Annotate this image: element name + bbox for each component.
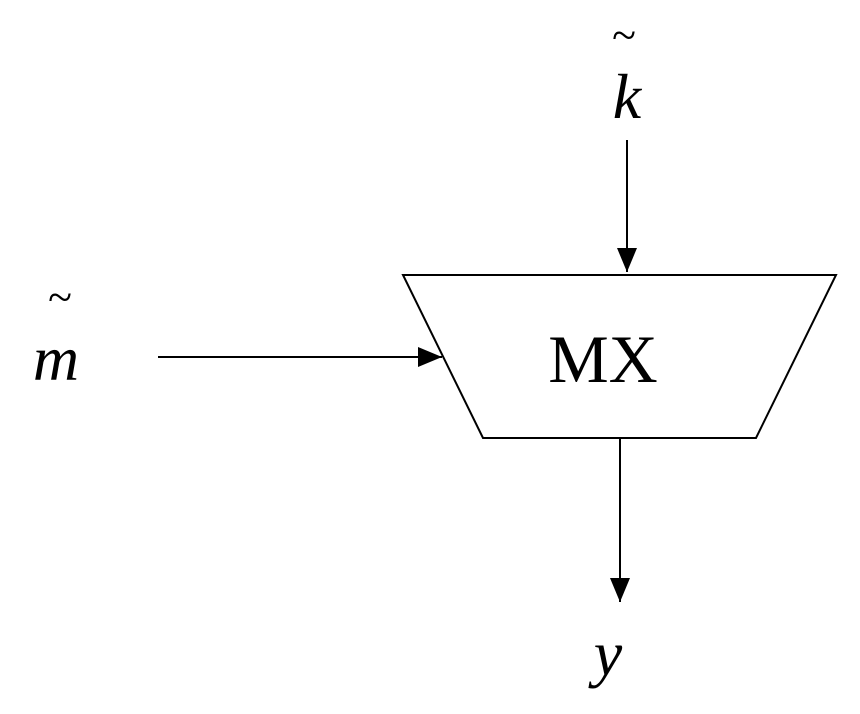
mx-block-label: MX bbox=[548, 321, 658, 397]
message-tilde: ~ bbox=[48, 273, 72, 322]
key-label: k bbox=[613, 61, 643, 132]
key-tilde: ~ bbox=[612, 11, 636, 60]
mx-block bbox=[401, 274, 838, 439]
message-label: m bbox=[33, 323, 79, 394]
output-label: y bbox=[588, 618, 623, 689]
